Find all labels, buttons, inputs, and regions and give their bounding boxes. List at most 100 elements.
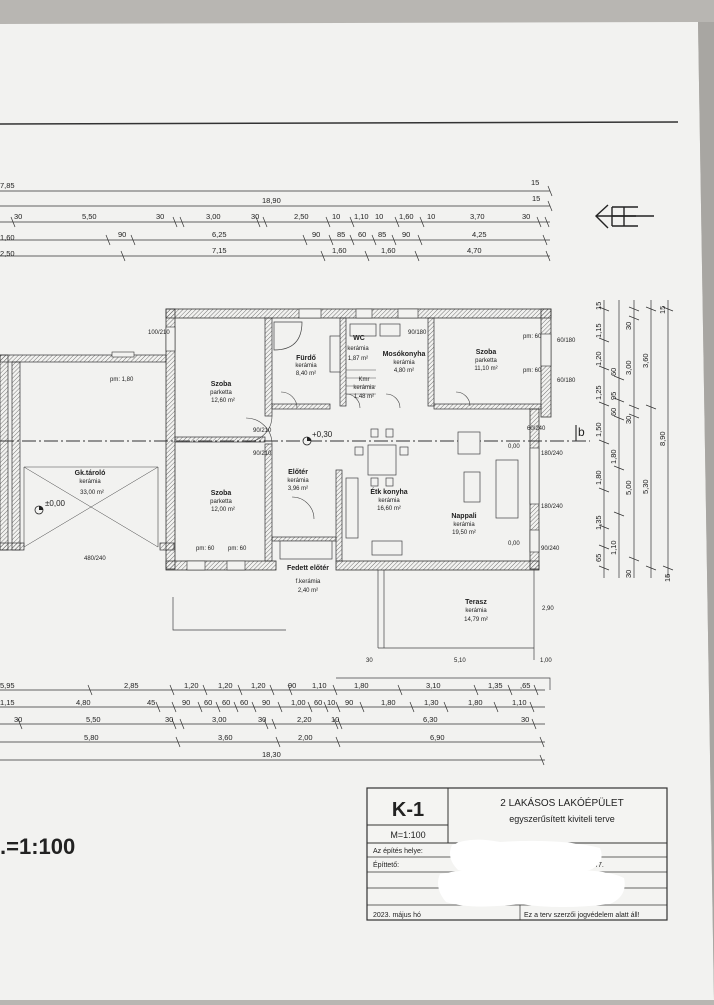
dim-label: 4,25 [472,230,487,239]
dim-label: 1,80 [594,470,603,485]
dim-label: 1,60 [399,212,414,221]
dim-label: 6,25 [212,230,227,239]
project-title: 2 LAKÁSOS LAKÓÉPÜLET [500,796,623,809]
bottom-dimension-lines [0,689,545,761]
dim-label: 30 [165,715,173,724]
dim-label: 1,10 [354,212,369,221]
dim-label: kerámia [295,363,317,369]
dim-label: 2,90 [542,606,554,612]
dim-label: 10 [331,715,339,724]
dim-label: 3,60 [641,353,650,368]
dim-label: kerámia [347,346,369,352]
dim-label: 11,10 m² [474,366,497,372]
dim-label: Előtér [288,469,308,476]
dim-label: Fürdő [296,355,316,362]
dim-label: 4,80 m² [394,368,414,374]
section-mark: b [578,425,585,439]
dim-label: 2,50 [294,212,309,221]
dim-label: 480/240 [84,556,106,562]
dim-label: 5,30 [641,479,650,494]
dim-label: 3,96 m² [288,486,308,492]
dim-label: 5,50 [82,212,97,221]
dim-label: ,65 [520,681,530,690]
dim-label: 1,80 [381,698,396,707]
dim-label: Fedett előtér [287,565,329,572]
dim-label: Kmr [359,377,370,383]
right-dim-ticks [598,306,674,571]
dim-label: 30 [14,715,22,724]
dim-label: kerámia [353,385,375,391]
dim-label: 1,48 m² [354,394,374,400]
dim-label: 1,60 [0,233,15,242]
dim-label: 5,00 [624,480,633,495]
dim-label: 1,60 [381,246,396,255]
dim-label: 85 [378,230,386,239]
dim-label: 30 [14,212,22,221]
dim-label: 60 [609,368,618,376]
title-scale: M=1:100 [390,830,425,840]
date-label: 2023. május hó [373,912,421,919]
dim-label: 1,10 [609,540,618,555]
dim-label: 60 [240,698,248,707]
dim-label: kerámia [79,479,101,485]
bottom-dim-ticks [17,684,545,766]
dim-label: kerámia [453,522,475,528]
dim-label: 1,00 [291,698,306,707]
builder-label: Építtető: [373,860,399,869]
dim-label: 2,85 [124,681,139,690]
room-kamra: Kmr kerámia 1,48 m² [353,377,375,400]
dim-label: 6,30 [423,715,438,724]
dim-label: 6,90 [430,733,445,742]
dim-label: 1,00 [540,658,552,664]
dim-label: 90 [312,230,320,239]
dim-label: 3,00 [206,212,221,221]
dim-label: 1,20 [251,681,266,690]
dim-label: 1,60 [332,246,347,255]
dim-label: 1,35 [488,681,503,690]
furniture [273,321,519,560]
frame-line [0,121,679,125]
dim-label: Mosókonyha [383,351,426,358]
dim-label: 1,80 [609,449,618,464]
dim-label: 60 [314,698,322,707]
dim-label: pm: 60 [196,546,215,552]
dim-label: Étk konyha [370,487,407,496]
dim-label: kerámia [393,360,415,366]
dim-label: 1,50 [594,422,603,437]
dim-label: 0,00 [508,444,520,450]
dim-label: 1,20 [218,681,233,690]
dim-label: 1,87 m² [348,356,368,362]
dim-label: 15 [663,574,672,582]
dim-label: 2,20 [297,715,312,724]
dim-label: 3,00 [212,715,227,724]
dim-label: 180/240 [541,451,563,457]
dim-label: 100/210 [148,330,170,336]
copyright-label: Ez a terv szerzői jogvédelem alatt áll! [524,912,640,919]
top-dim-labels: 7,85 15 18,90 30 5,50 30 3,00 30 2,50 10… [0,178,540,258]
top-dimension-lines [0,190,550,257]
dim-label: 10 [375,212,383,221]
dim-label: 60 [358,230,366,239]
dim-label: pm: 1,80 [110,377,134,383]
dim-label: 90 [262,698,270,707]
dim-label: 90/210 [253,428,272,434]
dim-label: 30 [366,658,373,664]
dim-label: 19,50 m² [452,530,476,536]
dim-label: 1,10 [312,681,327,690]
dim-label: 15 [594,302,603,310]
dim-label: 45 [147,698,155,707]
dim-label: Terasz [465,599,487,606]
dim-label: WC [353,335,365,342]
dim-label: 1,30 [424,698,439,707]
dim-label: 30 [624,416,633,424]
dim-label: 2,50 [0,249,15,258]
dim-label: 10 [332,212,340,221]
windows [165,308,552,571]
dim-label: Szoba [476,349,497,356]
dim-label: 90 [345,698,353,707]
